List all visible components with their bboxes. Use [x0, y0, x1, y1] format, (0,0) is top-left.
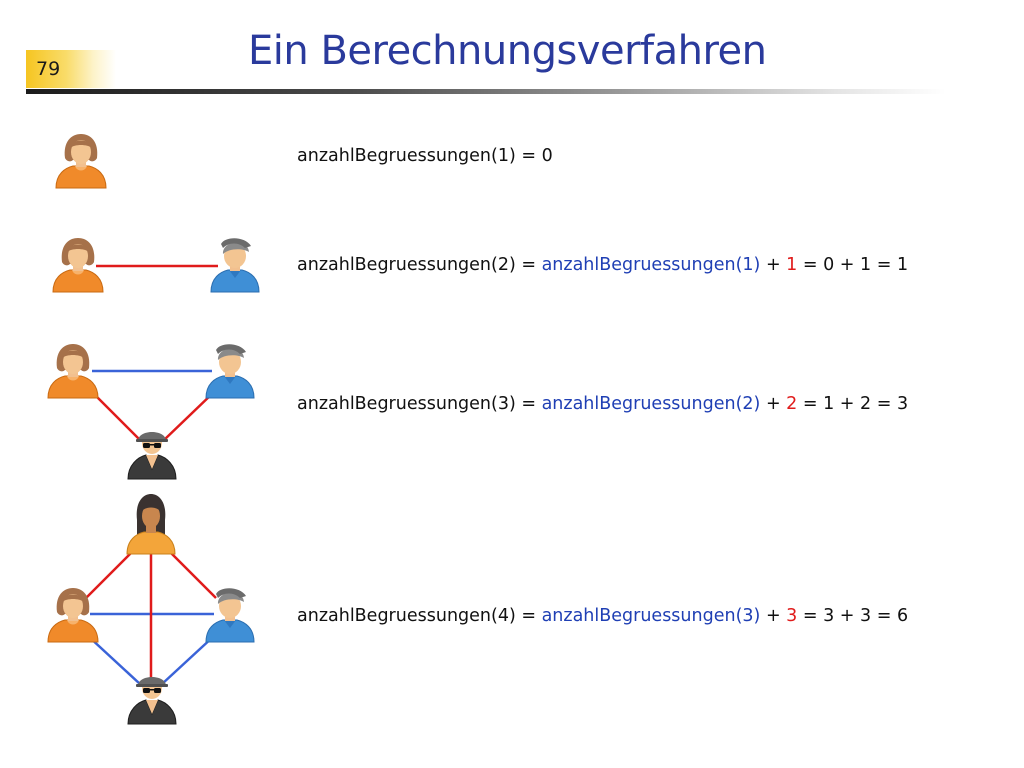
equation-4-plus: +: [760, 606, 787, 626]
group-4-people: [47, 493, 255, 725]
spy-with-sunglasses-icon: [127, 676, 177, 725]
equation-3-plus: +: [760, 394, 787, 414]
boy-with-cap-icon: [210, 237, 260, 293]
slide-number-badge: 79: [26, 50, 116, 88]
equation-3-increment: 2: [786, 394, 798, 414]
slide-number: 79: [36, 58, 61, 80]
boy-with-cap-icon: [205, 343, 255, 399]
handshake-edge-old: [161, 635, 215, 685]
equation-3: anzahlBegruessungen(3) = anzahlBegruessu…: [297, 394, 908, 414]
equation-3-recursive-term: anzahlBegruessungen(2): [541, 394, 761, 414]
title-underline: [26, 89, 946, 94]
long-haired-woman-icon: [126, 493, 176, 555]
group-2-people: [52, 237, 260, 293]
spy-with-sunglasses-icon: [127, 431, 177, 480]
woman-icon: [52, 237, 104, 293]
equation-1: anzahlBegruessungen(1) = 0: [297, 146, 553, 166]
equation-2-increment: 1: [786, 255, 798, 275]
equation-4-recursive-term: anzahlBegruessungen(3): [541, 606, 761, 626]
equation-3-result: = 1 + 2 = 3: [797, 394, 909, 414]
handshake-edge-new: [163, 391, 215, 441]
equation-4-increment: 3: [786, 606, 798, 626]
equation-4-lhs: anzahlBegruessungen(4) =: [297, 606, 542, 626]
equation-2-lhs: anzahlBegruessungen(2) =: [297, 255, 542, 275]
woman-icon: [47, 343, 99, 399]
equation-2-recursive-term: anzahlBegruessungen(1): [541, 255, 761, 275]
equation-2-result: = 0 + 1 = 1: [797, 255, 909, 275]
handshake-edge-new: [85, 545, 139, 599]
equation-4-result: = 3 + 3 = 6: [797, 606, 909, 626]
equation-4: anzahlBegruessungen(4) = anzahlBegruessu…: [297, 606, 908, 626]
handshake-edge-new: [163, 545, 217, 599]
woman-icon: [55, 133, 107, 189]
handshake-edge-new: [91, 391, 141, 441]
group-3-people: [47, 343, 255, 480]
equation-2: anzahlBegruessungen(2) = anzahlBegruessu…: [297, 255, 908, 275]
group-1-people: [55, 133, 107, 189]
handshake-edge-old: [87, 635, 141, 685]
slide-title: Ein Berechnungsverfahren: [248, 28, 767, 74]
equation-2-plus: +: [760, 255, 787, 275]
equation-3-lhs: anzahlBegruessungen(3) =: [297, 394, 542, 414]
equation-1-text: anzahlBegruessungen(1) = 0: [297, 146, 553, 166]
